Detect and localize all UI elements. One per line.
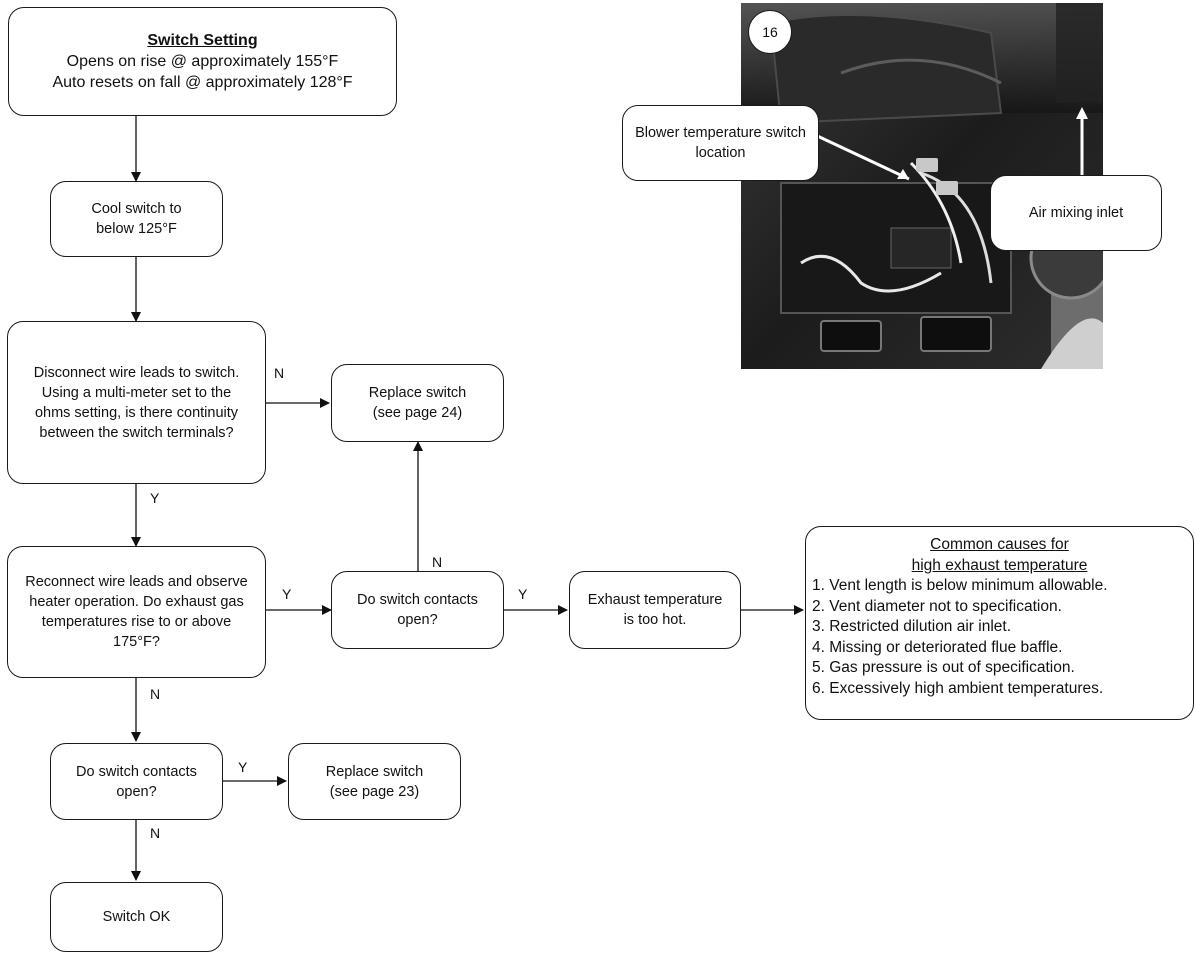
label-reconnect-no: N (150, 686, 161, 702)
causes-heading-1: Common causes for (930, 536, 1069, 553)
label-contacts1-no: N (432, 554, 443, 570)
callout-air-mixing-inlet: Air mixing inlet (990, 175, 1162, 251)
disconnect-leads-text: Disconnect wire leads to switch. Using a… (33, 364, 240, 441)
label-reconnect-yes: Y (282, 586, 292, 602)
contacts-open-text-2: Do switch contacts open? (76, 763, 197, 800)
replace-switch-24-text: Replace switch (see page 24) (368, 385, 467, 421)
contacts-open-box-2: Do switch contacts open? (50, 743, 223, 820)
cool-switch-box: Cool switch to below 125°F (50, 181, 223, 257)
switch-setting-title: Switch Setting (147, 32, 258, 49)
reconnect-leads-text: Reconnect wire leads and observe heater … (25, 574, 248, 650)
callout-switch-location: Blower temperature switch location (622, 105, 819, 181)
label-contacts1-yes: Y (518, 586, 528, 602)
callout-switch-location-text: Blower temperature switch location (635, 125, 806, 161)
callout-air-mixing-inlet-text: Air mixing inlet (1028, 205, 1124, 221)
common-causes-box: Common causes for high exhaust temperatu… (805, 526, 1194, 720)
cause-item: 6. Excessively high ambient temperatures… (812, 679, 1104, 697)
label-contacts2-yes: Y (238, 759, 248, 775)
contacts-open-text-1: Do switch contacts open? (357, 592, 478, 628)
switch-ok-box: Switch OK (50, 882, 223, 952)
exhaust-too-hot-text: Exhaust temperature is too hot. (587, 592, 723, 628)
label-disconnect-no: N (274, 365, 285, 381)
label-disconnect-yes: Y (150, 490, 160, 506)
cause-item: 3. Restricted dilution air inlet. (812, 618, 1012, 635)
switch-setting-box: Switch Setting Opens on rise @ approxima… (8, 7, 397, 116)
switch-setting-open: Opens on rise @ approximately 155°F (66, 53, 339, 70)
cause-item: 1. Vent length is below minimum allowabl… (812, 577, 1108, 594)
cool-switch-text: Cool switch to below 125°F (91, 201, 182, 237)
cause-item: 4. Missing or deteriorated flue baffle. (812, 638, 1063, 656)
replace-switch-23-text: Replace switch (see page 23) (325, 763, 424, 800)
replace-switch-23-box: Replace switch (see page 23) (288, 743, 461, 820)
switch-ok-text: Switch OK (102, 909, 171, 925)
contacts-open-box-1: Do switch contacts open? (331, 571, 504, 649)
switch-setting-reset: Auto resets on fall @ approximately 128°… (52, 74, 353, 91)
replace-switch-24-box: Replace switch (see page 24) (331, 364, 504, 442)
figure-number-badge: 16 (748, 10, 792, 54)
figure-number: 16 (762, 24, 778, 40)
causes-heading-2: high exhaust temperature (911, 556, 1088, 574)
label-contacts2-no: N (150, 825, 161, 841)
disconnect-leads-box: Disconnect wire leads to switch. Using a… (7, 321, 266, 484)
cause-item: 5. Gas pressure is out of specification. (812, 659, 1075, 676)
cause-item: 2. Vent diameter not to specification. (812, 597, 1062, 615)
reconnect-leads-box: Reconnect wire leads and observe heater … (7, 546, 266, 678)
exhaust-too-hot-box: Exhaust temperature is too hot. (569, 571, 741, 649)
